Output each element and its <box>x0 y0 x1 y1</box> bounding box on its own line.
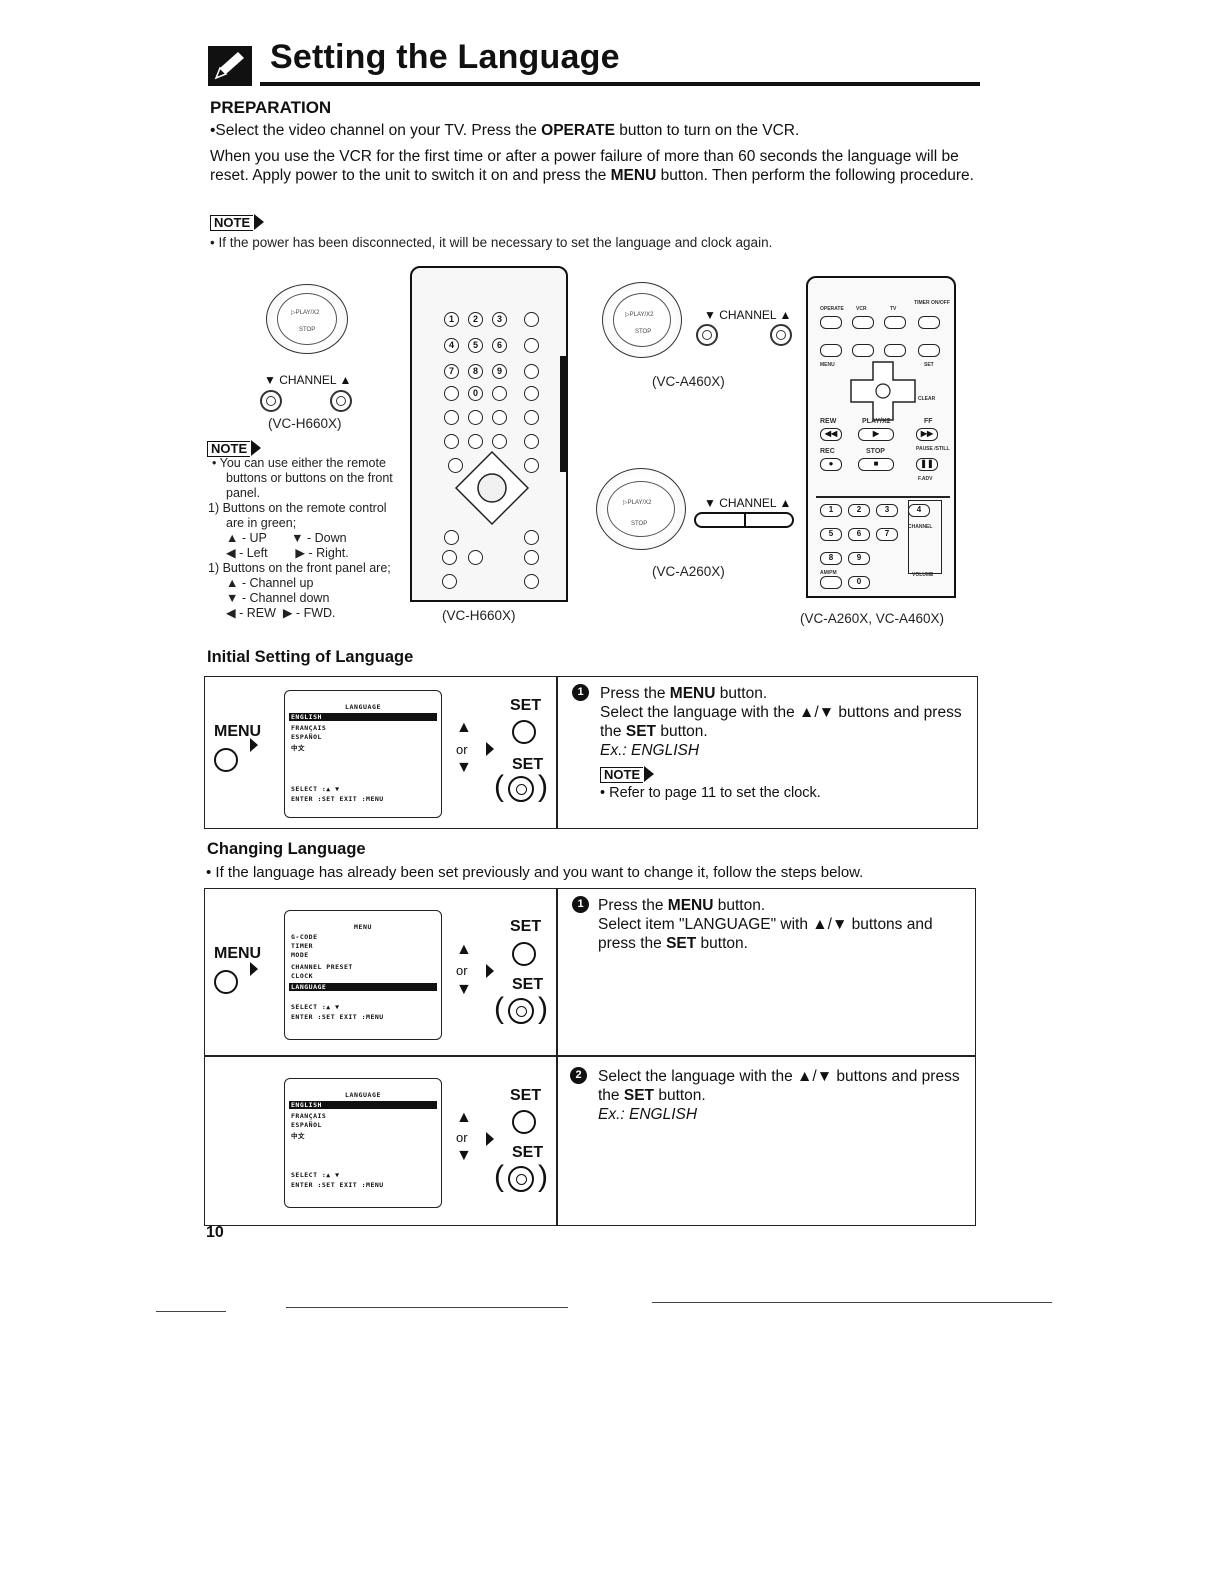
arrow-right-icon-2 <box>486 742 494 756</box>
channel-up-knob <box>330 390 352 412</box>
down-arrow-icon-2: ▼ <box>456 981 472 998</box>
channel-down-knob-a460 <box>696 324 718 346</box>
preparation-heading: PREPARATION <box>210 98 332 117</box>
set-button-icon-2 <box>512 942 536 966</box>
channel-label-h660: ▼ CHANNEL ▲ <box>264 373 352 387</box>
step-number-1b: 1 <box>572 896 589 913</box>
set-label-4: SET <box>512 976 544 993</box>
changing-language-heading: Changing Language <box>207 840 366 858</box>
note-text: • If the power has been disconnected, it… <box>210 235 773 250</box>
initial-note-badge: NOTE <box>600 766 655 784</box>
paren-left-3: ( <box>494 1160 504 1193</box>
or-label-2: or <box>456 963 468 978</box>
menu-button-icon-2 <box>214 970 238 994</box>
channel-rocker <box>694 512 794 528</box>
caption-a260: (VC-A260X) <box>652 564 725 579</box>
caption-h660-remote: (VC-H660X) <box>442 608 516 623</box>
changing-language-table <box>204 888 976 1226</box>
changing-intro: • If the language has already been set p… <box>206 864 864 881</box>
set-label-3: SET <box>510 918 542 935</box>
front-panel-dial: ▷PLAY/X2 STOP <box>266 284 348 354</box>
set-knob-icon <box>508 776 534 802</box>
channel-label-a460: ▼ CHANNEL ▲ <box>704 308 792 322</box>
changing-step1-text: Press the MENU button. Select item "LANG… <box>598 897 933 952</box>
initial-setting-table <box>204 676 978 829</box>
remote-dpad-icon <box>850 361 916 421</box>
set-label: SET <box>510 697 542 714</box>
up-arrow-icon-3: ▲ <box>456 1109 472 1126</box>
channel-up-knob-a460 <box>770 324 792 346</box>
or-label-3: or <box>456 1130 468 1145</box>
preparation-line1: •Select the video channel on your TV. Pr… <box>210 122 800 139</box>
initial-setting-heading: Initial Setting of Language <box>207 648 414 666</box>
front-panel-dial-a460: ▷PLAY/X2 STOP <box>602 282 682 358</box>
paren-right: ) <box>538 770 548 803</box>
arrow-right-icon-4 <box>486 964 494 978</box>
caption-h660: (VC-H660X) <box>268 416 342 431</box>
remote-vc-a260x: OPERATE VCR TV TIMER ON/OFF MENU SET CLE… <box>806 276 956 598</box>
remote-side-bar <box>560 356 568 472</box>
down-arrow-icon-3: ▼ <box>456 1147 472 1164</box>
changing-step2-text: Select the language with the ▲/▼ buttons… <box>598 1068 960 1123</box>
caption-a460: (VC-A460X) <box>652 374 725 389</box>
page-number: 10 <box>206 1224 224 1241</box>
menu-label: MENU <box>214 723 262 740</box>
up-arrow-icon-2: ▲ <box>456 941 472 958</box>
menu-label-2: MENU <box>214 945 262 962</box>
set-button-icon-3 <box>512 1110 536 1134</box>
up-arrow-icon: ▲ <box>456 719 472 736</box>
pencil-icon <box>208 46 252 86</box>
scan-line-2 <box>286 1307 568 1308</box>
page-title: Setting the Language <box>270 38 620 76</box>
set-button-icon <box>512 720 536 744</box>
arrow-right-icon <box>250 738 258 752</box>
paren-left: ( <box>494 770 504 803</box>
initial-note-text: • Refer to page 11 to set the clock. <box>600 785 821 801</box>
dpad-icon <box>454 450 530 526</box>
remote-vc-h660x: 1 2 3 4 5 6 7 8 9 0 <box>410 266 568 602</box>
front-panel-dial-a260: ▷PLAY/X2 STOP <box>596 468 686 550</box>
caption-a260-remote: (VC-A260X, VC-A460X) <box>800 611 945 626</box>
osd-menu-screen: MENU G-CODE TIMER MODE CHANNEL PRESET CL… <box>284 910 442 1040</box>
set-label-2: SET <box>512 756 544 773</box>
set-knob-icon-3 <box>508 1166 534 1192</box>
note2-list: • You can use either the remote buttons … <box>208 456 393 620</box>
arrow-right-icon-3 <box>250 962 258 976</box>
osd-language-screen-2: LANGUAGE ENGLISH FRANÇAIS ESPAÑOL 中文 SEL… <box>284 1078 442 1208</box>
paren-right-2: ) <box>538 992 548 1025</box>
changing-table-row-divider <box>204 1055 976 1057</box>
channel-label-a260: ▼ CHANNEL ▲ <box>704 496 792 510</box>
scan-line-3 <box>652 1302 1052 1303</box>
title-rule <box>260 82 980 86</box>
step-number-1: 1 <box>572 684 589 701</box>
set-knob-icon-2 <box>508 998 534 1024</box>
set-label-6: SET <box>512 1144 544 1161</box>
step-number-2: 2 <box>570 1067 587 1084</box>
or-label: or <box>456 742 468 757</box>
menu-button-icon <box>214 748 238 772</box>
preparation-paragraph: When you use the VCR for the first time … <box>210 148 974 184</box>
paren-left-2: ( <box>494 992 504 1025</box>
note-badge: NOTE <box>210 214 265 232</box>
down-arrow-icon: ▼ <box>456 759 472 776</box>
note2-badge: NOTE <box>207 440 262 458</box>
set-label-5: SET <box>510 1087 542 1104</box>
changing-table-divider <box>556 888 558 1226</box>
scan-line-1 <box>156 1311 226 1312</box>
channel-down-knob <box>260 390 282 412</box>
osd-language-screen: LANGUAGE ENGLISH FRANÇAIS ESPAÑOL 中文 SEL… <box>284 690 442 818</box>
arrow-right-icon-5 <box>486 1132 494 1146</box>
initial-step1-text: Press the MENU button. Select the langua… <box>600 685 962 759</box>
initial-table-divider <box>556 676 558 829</box>
paren-right-3: ) <box>538 1160 548 1193</box>
